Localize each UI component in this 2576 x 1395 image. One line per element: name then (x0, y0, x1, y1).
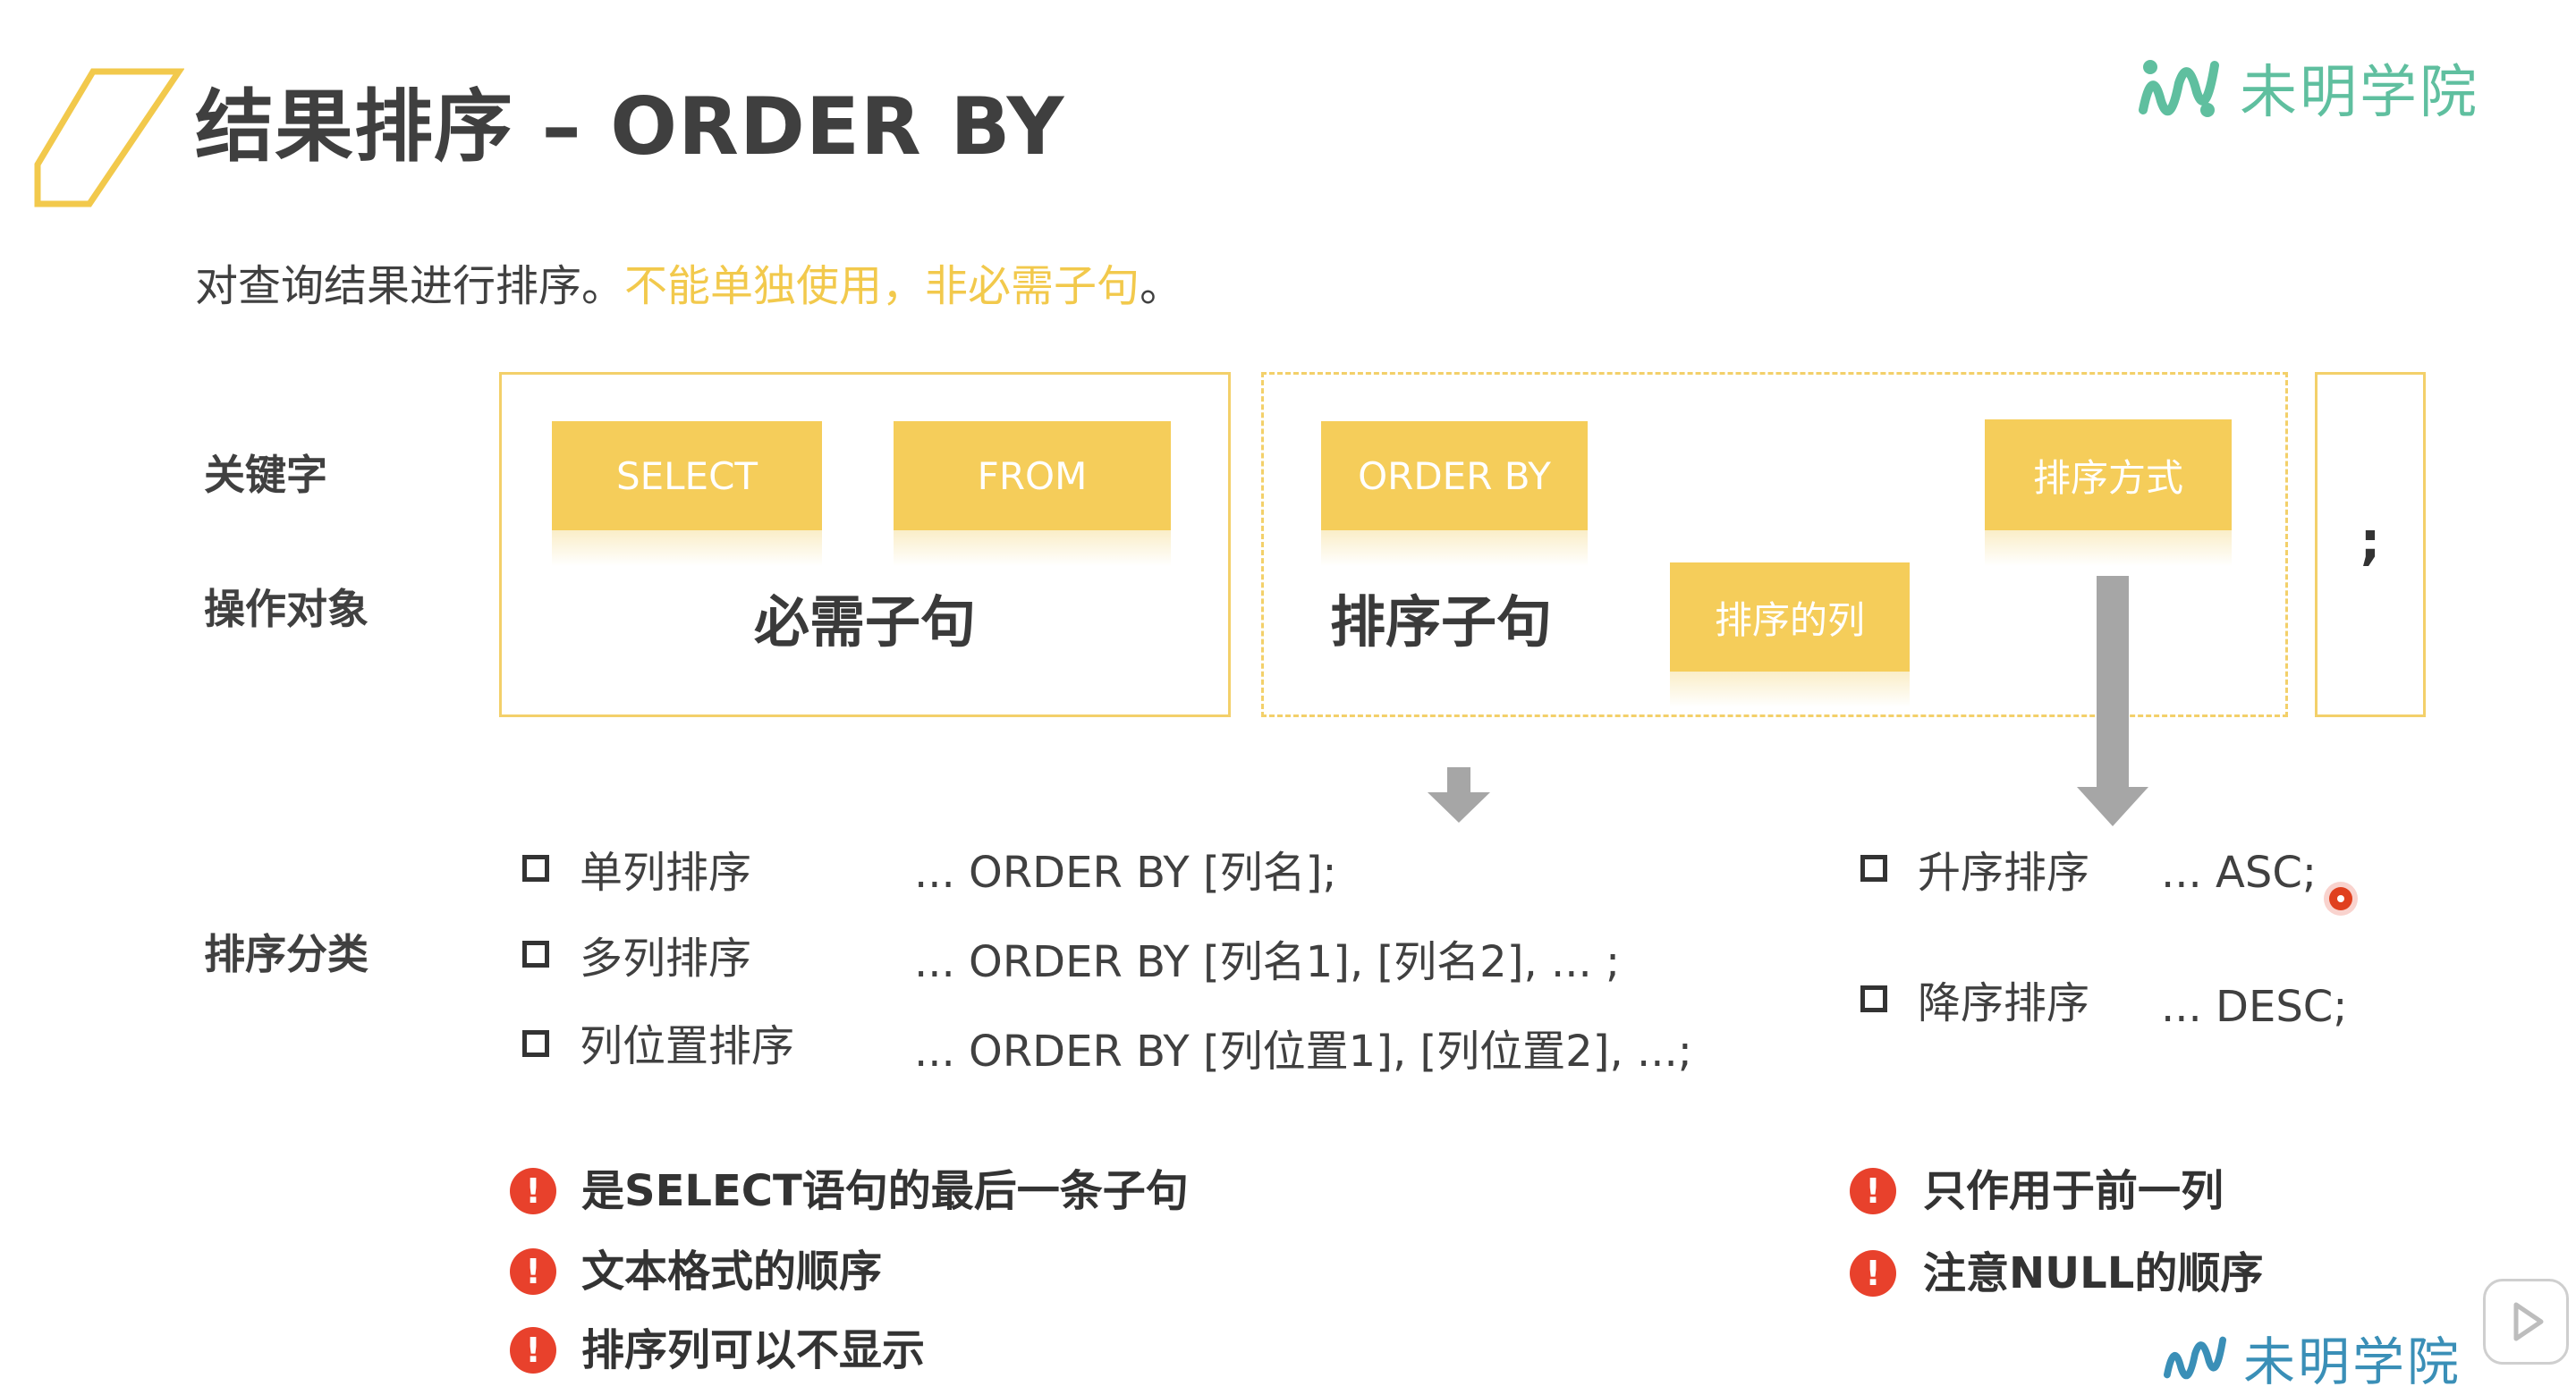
sort-direction-syntax: ... DESC; (2161, 982, 2348, 1032)
terminator-box: ; (2315, 372, 2426, 717)
slide-subtitle: 对查询结果进行排序。不能单独使用，非必需子句。 (195, 265, 1182, 308)
brand-name: 未明学院 (2240, 60, 2479, 126)
arrow-down-long-icon (2077, 576, 2148, 826)
subtitle-highlight-standalone: 不能单独使用 (624, 261, 883, 311)
subtitle-end: 。 (1140, 261, 1183, 311)
slide-title: 结果排序 – ORDER BY (195, 80, 1065, 173)
required-clause-box: SELECT FROM 必需子句 (499, 372, 1231, 717)
sort-type-name: 单列排序 (580, 848, 752, 898)
order-clause-label: 排序子句 (1330, 589, 1553, 655)
play-icon (2513, 1302, 2544, 1341)
checkbox-square-icon (522, 1030, 549, 1057)
alert-icon: ! (510, 1248, 556, 1295)
chip-sort-column: 排序的列 (1670, 562, 1910, 707)
semicolon-label: ; (2360, 511, 2381, 571)
sort-type-syntax: ... ORDER BY [列名1], [列名2], ... ; (914, 937, 1621, 987)
chip-order-by: ORDER BY (1321, 421, 1588, 566)
sort-direction-name: 降序排序 (1918, 978, 2090, 1028)
checkbox-square-icon (1860, 855, 1887, 882)
subtitle-text: 对查询结果进行排序。 (195, 261, 625, 311)
arrow-down-small-icon (1428, 767, 1490, 824)
row-label-category: 排序分类 (204, 930, 369, 978)
play-button[interactable] (2483, 1279, 2569, 1365)
sort-type-syntax: ... ORDER BY [列名]; (914, 848, 1337, 898)
sort-direction-name: 升序排序 (1918, 848, 2090, 898)
checkbox-square-icon (1860, 985, 1887, 1012)
chip-sort-method: 排序方式 (1985, 419, 2232, 566)
brand-top: 未明学院 (2134, 46, 2479, 129)
subtitle-highlight-optional: 非必需子句 (925, 261, 1140, 311)
note-text: 是SELECT语句的最后一条子句 (581, 1166, 1189, 1216)
alert-icon: ! (1850, 1250, 1896, 1297)
brand-watermark: 未明学院 (2154, 1320, 2462, 1395)
checkbox-square-icon (522, 855, 549, 882)
note-text: 排序列可以不显示 (581, 1325, 926, 1375)
note-text: 注意NULL的顺序 (1923, 1248, 2264, 1298)
row-label-operand: 操作对象 (204, 585, 369, 633)
sort-type-name: 多列排序 (580, 934, 752, 984)
chip-select: SELECT (552, 421, 822, 566)
slide-corner-decoration (34, 68, 184, 207)
order-clause-box: ORDER BY 排序方式 排序的列 排序子句 (1261, 372, 2288, 717)
brand-logo-icon (2139, 60, 2219, 117)
note-text: 文本格式的顺序 (581, 1247, 883, 1297)
sort-direction-syntax: ... ASC; (2161, 848, 2318, 898)
brand-watermark-name: 未明学院 (2242, 1332, 2462, 1392)
sort-type-name: 列位置排序 (580, 1021, 795, 1071)
row-label-keyword: 关键字 (204, 451, 327, 499)
alert-icon: ! (1850, 1168, 1896, 1214)
brand-logo-icon (2163, 1336, 2226, 1380)
cursor-indicator (2329, 887, 2352, 910)
alert-icon: ! (510, 1327, 556, 1374)
alert-icon: ! (510, 1168, 556, 1214)
note-text: 只作用于前一列 (1923, 1166, 2224, 1216)
subtitle-separator: ， (882, 261, 926, 311)
checkbox-square-icon (522, 941, 549, 968)
required-clause-label: 必需子句 (754, 589, 977, 655)
sort-type-syntax: ... ORDER BY [列位置1], [列位置2], ...; (914, 1027, 1692, 1077)
chip-from: FROM (894, 421, 1171, 566)
